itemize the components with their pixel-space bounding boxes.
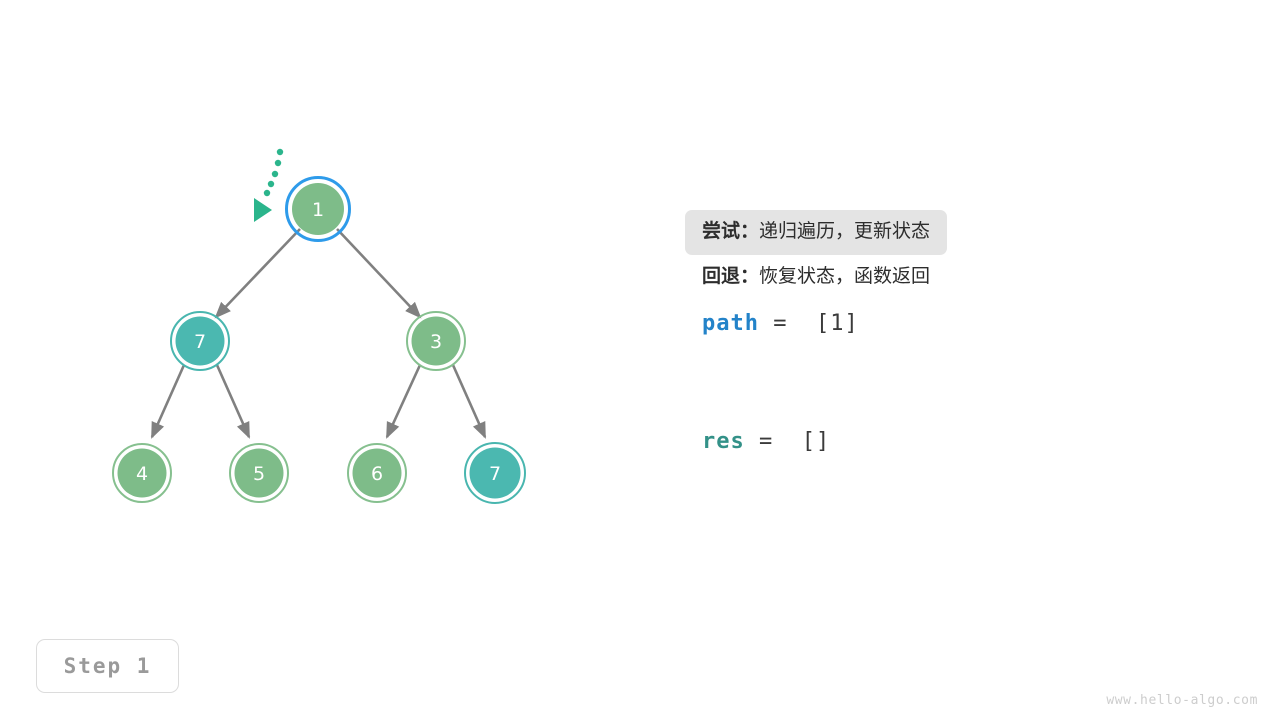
node-label: 1: [312, 199, 324, 221]
res-variable-name: res: [702, 429, 745, 454]
node-outer-ring: [406, 311, 466, 371]
node-label: 7: [194, 331, 206, 353]
edge-3-to-7r: [451, 364, 487, 439]
path-state-row: path = [1]: [685, 313, 1245, 335]
tree-nodes: 1 7 3 4: [112, 176, 526, 504]
backtrack-row: 回退：恢复状态，函数返回: [685, 255, 1245, 300]
node-circle: [234, 448, 284, 498]
tree-node-1[interactable]: 1: [285, 176, 351, 242]
tree-node-7-left[interactable]: 7: [170, 311, 230, 371]
node-label: 5: [253, 463, 265, 485]
res-variable-value: = []: [744, 429, 831, 454]
tree-node-6[interactable]: 6: [347, 443, 407, 503]
node-outer-ring: [170, 311, 230, 371]
try-label: 尝试：: [702, 220, 760, 242]
edge-3-to-6: [385, 364, 422, 439]
edge-7l-to-4: [150, 364, 186, 439]
node-label: 7: [489, 463, 501, 485]
node-circle: [469, 447, 521, 499]
tree-node-5[interactable]: 5: [229, 443, 289, 503]
node-circle: [352, 448, 402, 498]
node-outer-ring: [285, 176, 351, 242]
try-text: 递归遍历，更新状态: [759, 220, 931, 242]
watermark: www.hello-algo.com: [1106, 693, 1258, 708]
node-outer-ring: [347, 443, 407, 503]
edge-1-to-3: [336, 228, 422, 319]
edge-1-to-7l: [214, 228, 301, 319]
backtrack-row-inner: 回退：恢复状态，函数返回: [685, 255, 947, 300]
node-label: 6: [371, 463, 383, 485]
node-outer-ring: [229, 443, 289, 503]
try-row-highlight: 尝试：递归遍历，更新状态: [685, 210, 948, 255]
tree-node-3[interactable]: 3: [406, 311, 466, 371]
tree-edges: [150, 228, 487, 439]
pointer-dot: [263, 189, 271, 197]
node-circle: [117, 448, 167, 498]
backtrack-label: 回退：: [702, 265, 760, 287]
node-label: 4: [136, 463, 148, 485]
step-badge: Step 1: [36, 639, 179, 693]
pointer-dot: [271, 170, 279, 178]
node-outer-ring: [464, 442, 526, 504]
node-outer-ring: [112, 443, 172, 503]
pointer-dot: [276, 148, 284, 156]
algorithm-state-panel: 尝试：递归遍历，更新状态 回退：恢复状态，函数返回 path = [1] res…: [685, 210, 1245, 453]
node-circle: [175, 316, 225, 366]
recursion-entry-pointer: [254, 148, 284, 222]
pointer-dot: [267, 180, 275, 188]
node-circle: [411, 316, 461, 366]
pointer-arrow-icon: [254, 198, 272, 222]
edge-7l-to-5: [215, 364, 251, 439]
tree-node-4[interactable]: 4: [112, 443, 172, 503]
node-label: 3: [430, 331, 442, 353]
node-circle: [292, 183, 344, 235]
try-row: 尝试：递归遍历，更新状态: [685, 210, 1245, 255]
pointer-dot: [274, 159, 282, 167]
res-state-row: res = []: [685, 431, 1245, 453]
path-variable-value: = [1]: [758, 311, 859, 336]
binary-tree-diagram: 1 7 3 4: [112, 148, 526, 504]
path-variable-name: path: [702, 311, 759, 336]
tree-node-7-right[interactable]: 7: [464, 442, 526, 504]
backtrack-text: 恢复状态，函数返回: [759, 265, 931, 287]
